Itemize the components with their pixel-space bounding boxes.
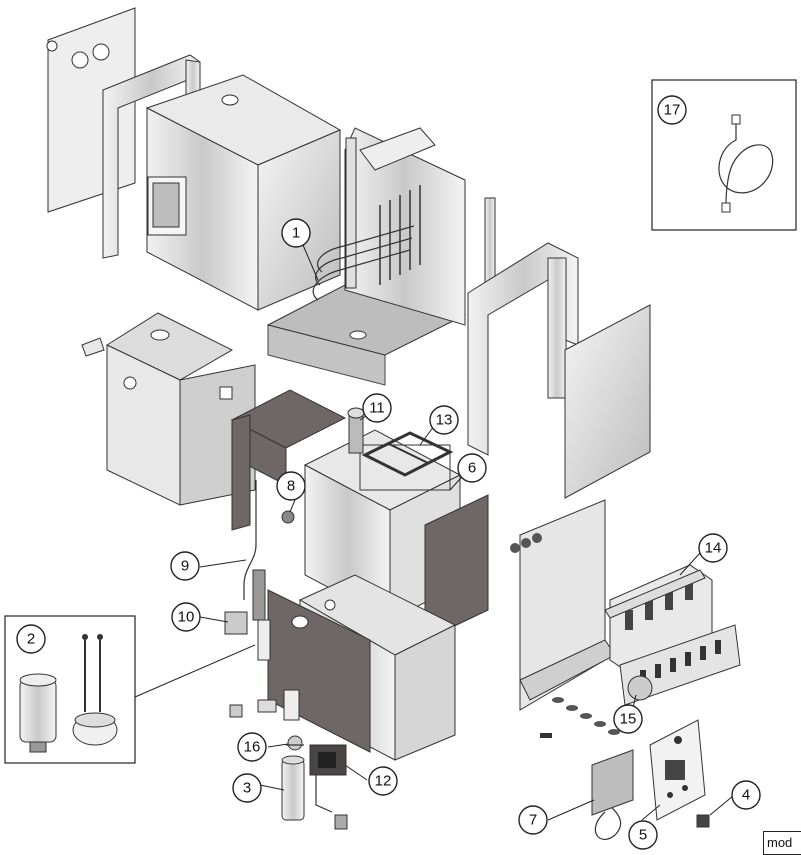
callout-14: 14 xyxy=(698,533,728,563)
terminal-block xyxy=(619,624,741,706)
level-sensor xyxy=(224,569,271,661)
callout-label: 12 xyxy=(375,773,392,790)
strainer xyxy=(281,755,305,821)
rear-panel xyxy=(46,7,136,213)
callout-9: 9 xyxy=(170,551,200,581)
callout-label: 17 xyxy=(664,102,681,119)
display-board xyxy=(591,749,634,841)
callout-label: 2 xyxy=(27,631,35,648)
callout-4: 4 xyxy=(731,780,761,810)
callout-13: 13 xyxy=(429,405,459,435)
callout-15: 15 xyxy=(613,704,643,734)
callout-17: 17 xyxy=(657,95,687,125)
callout-8: 8 xyxy=(276,471,306,501)
inset-box-17 xyxy=(651,79,797,231)
callout-label: 5 xyxy=(639,827,647,844)
callout-6: 6 xyxy=(457,453,487,483)
callout-12: 12 xyxy=(368,766,398,796)
callout-label: 9 xyxy=(181,558,189,575)
front-frame xyxy=(467,242,579,456)
leader-lines xyxy=(134,244,734,821)
callout-1: 1 xyxy=(281,218,311,248)
callout-7: 7 xyxy=(518,805,548,835)
callout-label: 14 xyxy=(705,540,722,557)
drain-hose xyxy=(243,480,257,600)
lid-gasket xyxy=(361,431,454,477)
control-backplate xyxy=(510,499,616,711)
heater-assembly xyxy=(266,127,496,386)
fill-valve xyxy=(309,744,347,813)
inset-box-2 xyxy=(4,615,136,764)
tank-cover xyxy=(230,389,347,531)
callout-11: 11 xyxy=(362,393,392,423)
callout-3: 3 xyxy=(232,773,262,803)
callout-label: 13 xyxy=(436,412,453,429)
cabinet-housing xyxy=(145,74,342,311)
callout-label: 10 xyxy=(178,609,195,626)
callout-label: 15 xyxy=(620,711,637,728)
callout-label: 6 xyxy=(468,460,476,477)
callout-label: 7 xyxy=(529,812,537,829)
callout-label: 1 xyxy=(292,225,300,242)
front-door-panel xyxy=(564,304,651,499)
connector-fitting xyxy=(286,735,304,751)
gasket xyxy=(281,510,295,524)
callout-label: 3 xyxy=(243,780,251,797)
side-panel-right xyxy=(424,494,489,641)
callout-label: 11 xyxy=(369,400,385,417)
callout-10: 10 xyxy=(171,602,201,632)
callout-label: 8 xyxy=(287,478,295,495)
float-valve xyxy=(347,407,365,454)
cable-grommets xyxy=(540,697,620,738)
callout-2: 2 xyxy=(16,624,46,654)
relay-component xyxy=(696,814,710,828)
callout-5: 5 xyxy=(628,820,658,850)
model-code-label: mod xyxy=(763,831,801,855)
callout-16: 16 xyxy=(237,732,267,762)
callout-label: 16 xyxy=(244,739,261,756)
callout-label: 4 xyxy=(742,787,750,804)
inner-cabinet xyxy=(81,312,256,506)
controller-board xyxy=(649,719,706,821)
pipe-fittings xyxy=(229,689,348,830)
